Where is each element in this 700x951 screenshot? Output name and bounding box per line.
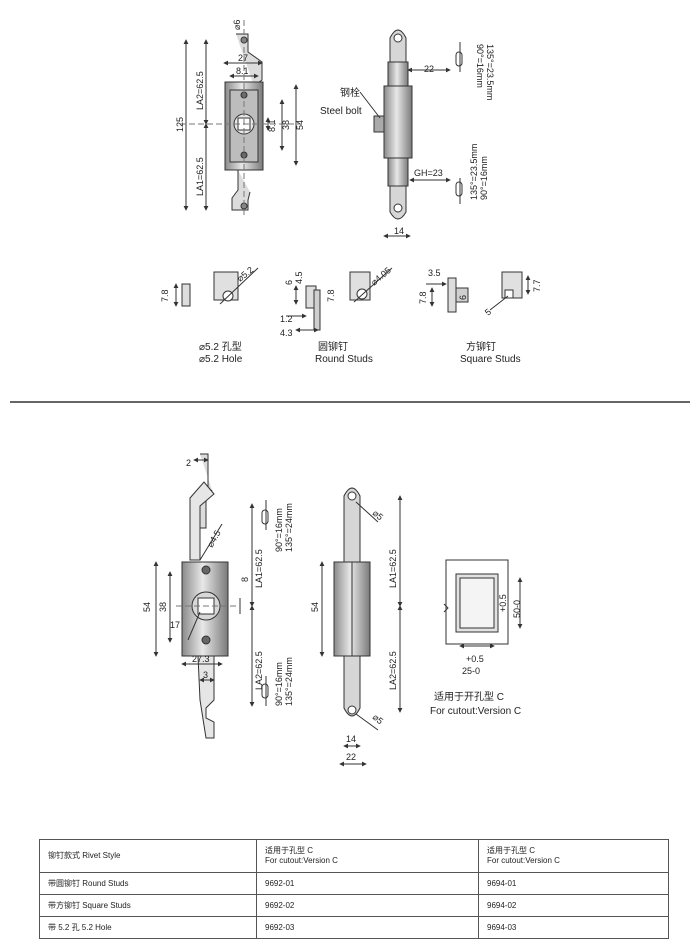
hole-dim-7-8: 7.8 bbox=[160, 289, 170, 302]
bs-dim-la1: LA1=62.5 bbox=[388, 549, 398, 588]
dim-bot-135: 135°=23.5mm bbox=[469, 144, 479, 200]
b-dim-38: 38 bbox=[158, 602, 168, 612]
table-row: 带 5.2 孔 5.2 Hole 9692-03 9694-03 bbox=[39, 916, 669, 939]
row-part-b: 9694-01 bbox=[478, 872, 669, 895]
header-b-cn: 适用于孔型 C bbox=[487, 846, 535, 855]
b-dim-54: 54 bbox=[142, 602, 152, 612]
bottom-front-view bbox=[153, 453, 269, 739]
b-dim-8: 8 bbox=[240, 577, 250, 582]
cutout-caption-cn: 适用于开孔型 C bbox=[434, 690, 504, 703]
b-dim-2: 2 bbox=[186, 458, 191, 468]
dim-phi6: ⌀6 bbox=[232, 20, 242, 30]
header-rivet-style: 铆钉款式 Rivet Style bbox=[39, 839, 257, 873]
row-style: 带 5.2 孔 5.2 Hole bbox=[39, 916, 257, 939]
cut-tol-top: +0.5 bbox=[498, 594, 508, 612]
cut-dim-25: 25-0 bbox=[462, 666, 480, 676]
square-caption-cn: 方铆钉 bbox=[466, 340, 496, 353]
row-style: 带方铆钉 Square Studs bbox=[39, 894, 257, 917]
square-dim-3-5: 3.5 bbox=[428, 268, 441, 278]
b-dim-la1: LA1=62.5 bbox=[254, 549, 264, 588]
bs-dim-22: 22 bbox=[346, 752, 356, 762]
dim-la1: LA1=62.5 bbox=[195, 157, 205, 196]
dim-14: 14 bbox=[394, 226, 404, 236]
round-caption-cn: 圆铆钉 bbox=[318, 340, 348, 353]
dim-bot-90: 90°=16mm bbox=[479, 156, 489, 200]
b-dim-17: 17 bbox=[170, 620, 180, 630]
cut-tol-bot: +0.5 bbox=[466, 654, 484, 664]
bs-dim-phi5-top: ⌀5 bbox=[371, 508, 385, 522]
hole-detail bbox=[173, 267, 259, 307]
row-part-a: 9692-01 bbox=[256, 872, 479, 895]
b-dim-top-135: 135°=24mm bbox=[284, 503, 294, 552]
dim-8-1: 8.1 bbox=[236, 66, 249, 76]
row-style: 带圆铆钉 Round Studs bbox=[39, 872, 257, 895]
header-a-en: For cutout:Version C bbox=[265, 856, 338, 865]
hole-caption-en: ⌀5.2 Hole bbox=[199, 354, 243, 365]
square-studs-detail bbox=[426, 271, 531, 313]
round-studs-detail bbox=[286, 267, 393, 333]
header-a-cn: 适用于孔型 C bbox=[265, 846, 313, 855]
round-dim-4-5: 4.5 bbox=[294, 271, 304, 284]
cut-dim-50: 50-0 bbox=[512, 600, 522, 618]
square-dim-5: 5 bbox=[483, 307, 493, 318]
header-cutout-col-a: 适用于孔型 C For cutout:Version C bbox=[256, 839, 479, 873]
bs-dim-54: 54 bbox=[310, 602, 320, 612]
top-front-view bbox=[180, 20, 300, 218]
square-dim-6: 6 bbox=[458, 295, 468, 300]
square-caption-en: Square Studs bbox=[460, 354, 521, 365]
round-dim-6: 6 bbox=[284, 280, 294, 285]
top-side-view bbox=[359, 29, 463, 239]
b-dim-phi4-5: ⌀4.5 bbox=[205, 528, 223, 549]
label-steel-bolt-cn: 钢栓 bbox=[340, 86, 360, 99]
b-dim-bot-135: 135°=24mm bbox=[284, 657, 294, 706]
bs-dim-la2: LA2=62.5 bbox=[388, 651, 398, 690]
rivet-style-table: 铆钉款式 Rivet Style 适用于孔型 C For cutout:Vers… bbox=[39, 839, 669, 939]
dim-la2: LA2=62.5 bbox=[195, 71, 205, 110]
square-dim-7-8: 7.8 bbox=[418, 291, 428, 304]
dim-22: 22 bbox=[424, 64, 434, 74]
table-row: 带圆铆钉 Round Studs 9692-01 9694-01 bbox=[39, 872, 669, 895]
round-dim-1-2: 1.2 bbox=[280, 314, 293, 324]
dim-38: 38 bbox=[281, 120, 291, 130]
row-part-a: 9692-02 bbox=[256, 894, 479, 917]
bs-dim-phi5-bot: ⌀5 bbox=[371, 712, 385, 726]
row-part-a: 9692-03 bbox=[256, 916, 479, 939]
b-dim-top-90: 90°=16mm bbox=[274, 508, 284, 552]
header-b-en: For cutout:Version C bbox=[487, 856, 560, 865]
cutout-caption-en: For cutout:Version C bbox=[430, 706, 521, 717]
b-dim-bot-90: 90°=16mm bbox=[274, 662, 284, 706]
dim-top-90: 90°=16mm bbox=[475, 44, 485, 88]
dim-125: 125 bbox=[175, 117, 185, 132]
dim-gh: GH=23 bbox=[414, 168, 443, 178]
b-dim-3: 3 bbox=[203, 670, 208, 680]
header-cutout-col-b: 适用于孔型 C For cutout:Version C bbox=[478, 839, 669, 873]
row-part-b: 9694-03 bbox=[478, 916, 669, 939]
label-steel-bolt-en: Steel bolt bbox=[320, 106, 362, 117]
dim-8-1-vertical: 8.1 bbox=[267, 119, 277, 132]
dim-27: 27 bbox=[238, 53, 248, 63]
b-dim-la2: LA2=62.5 bbox=[254, 651, 264, 690]
b-dim-27-3: 27.3 bbox=[192, 654, 210, 664]
table-header-row: 铆钉款式 Rivet Style 适用于孔型 C For cutout:Vers… bbox=[39, 839, 669, 873]
cutout-drawing bbox=[443, 559, 523, 649]
dim-top-135: 135°=23.5mm bbox=[485, 44, 495, 100]
round-caption-en: Round Studs bbox=[315, 354, 373, 365]
round-dim-phi4-05: ⌀4.05 bbox=[369, 265, 393, 287]
bs-dim-14: 14 bbox=[346, 734, 356, 744]
square-dim-7-7: 7.7 bbox=[532, 279, 542, 292]
hole-caption-cn: ⌀5.2 孔型 bbox=[199, 340, 242, 353]
table-row: 带方铆钉 Square Studs 9692-02 9694-02 bbox=[39, 894, 669, 917]
dim-54: 54 bbox=[295, 120, 305, 130]
bottom-side-view bbox=[319, 487, 403, 767]
round-dim-7-8: 7.8 bbox=[326, 289, 336, 302]
side-body bbox=[383, 85, 413, 159]
round-dim-4-3: 4.3 bbox=[280, 328, 293, 338]
row-part-b: 9694-02 bbox=[478, 894, 669, 917]
